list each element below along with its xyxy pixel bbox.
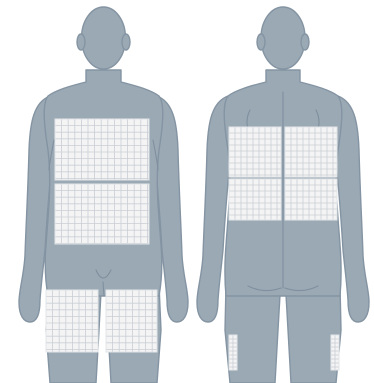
back-right-hamstring-pad (331, 335, 339, 370)
front-head (82, 7, 126, 69)
front-left-thigh-pad (46, 290, 98, 352)
back-head (261, 7, 305, 69)
back-lower-left-pad (229, 179, 281, 220)
front-chest-pad (55, 119, 149, 180)
front-right-thigh-pad (106, 290, 157, 352)
back-upper-right-pad (285, 127, 337, 177)
front-torso (44, 70, 163, 296)
back-lower-right-pad (285, 179, 337, 220)
front-chest-pad-fill (55, 119, 149, 180)
back-upper-right-pad-fill (285, 127, 337, 177)
back-left-ear (257, 34, 265, 50)
front-abdomen-pad-fill (55, 184, 149, 244)
front-left-ear (77, 34, 85, 50)
back-view-figure (197, 7, 369, 383)
back-upper-left-pad-fill (229, 127, 281, 177)
back-upper-left-pad (229, 127, 281, 177)
front-right-ear (122, 34, 130, 50)
front-abdomen-pad (55, 184, 149, 244)
back-right-ear (301, 34, 309, 50)
back-left-hamstring-pad (229, 335, 237, 370)
